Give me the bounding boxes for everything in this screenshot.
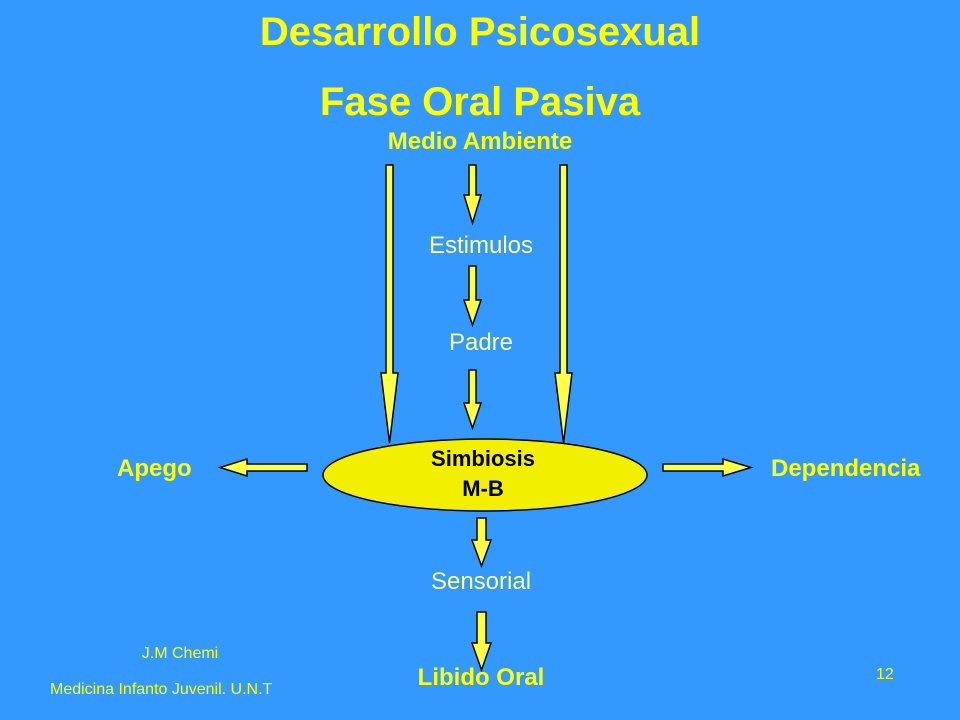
libido-oral-label: Libido Oral (417, 664, 545, 691)
slide-subtitle: Fase Oral Pasiva (319, 80, 641, 124)
dependencia-label: Dependencia (771, 455, 921, 482)
simbiosis-node-label: Simbiosis M-B (431, 444, 535, 504)
apego-label: Apego (117, 455, 192, 482)
arrow-to-dependencia (662, 457, 754, 478)
arrow-to-libido-oral (470, 611, 493, 673)
estimulos-label: Estimulos (428, 232, 534, 259)
padre-label: Padre (448, 329, 514, 356)
arrow-environment-right (554, 164, 573, 444)
slide-title: Desarrollo Psicosexual (259, 10, 701, 54)
medio-ambiente-label: Medio Ambiente (387, 128, 573, 155)
arrow-to-sensorial (470, 517, 493, 569)
arrow-to-padre (462, 265, 483, 328)
arrow-to-estimulos (462, 164, 483, 226)
simbiosis-label-line1: Simbiosis (431, 446, 535, 471)
arrow-environment-left (380, 164, 399, 444)
sensorial-label: Sensorial (430, 568, 532, 595)
page-number: 12 (876, 666, 894, 683)
simbiosis-label-line2: M-B (462, 476, 504, 501)
arrow-to-apego (217, 457, 308, 478)
arrow-to-simbiosis (462, 369, 483, 431)
simbiosis-node (322, 438, 648, 512)
footer-institution: Medicina Infanto Juvenil. U.N.T (50, 681, 273, 698)
footer-author: J.M Chemi (141, 645, 219, 662)
